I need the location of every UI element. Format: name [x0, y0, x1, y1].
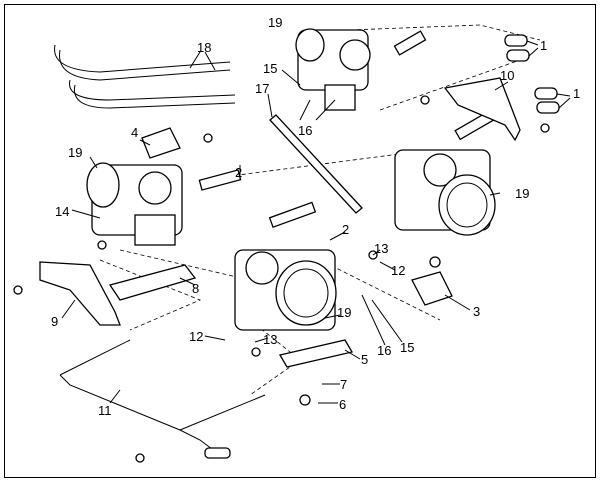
callout-15: 15 [400, 340, 414, 355]
callout-19: 19 [515, 186, 529, 201]
callout-13: 13 [263, 332, 277, 347]
fuel-hoses [54, 44, 236, 109]
callout-19: 19 [337, 305, 351, 320]
carburetor-top [295, 28, 371, 111]
callout-4: 4 [131, 125, 138, 140]
callout-1: 1 [540, 38, 547, 53]
callout-19: 19 [268, 15, 282, 30]
callout-7: 7 [340, 377, 347, 392]
callouts: 19 1 18 10 1 15 17 16 4 19 2 19 14 2 13 … [51, 15, 580, 418]
diagram-frame [4, 4, 596, 478]
leader-lines [61, 40, 571, 404]
callout-6: 6 [339, 397, 346, 412]
pipes [198, 30, 496, 229]
callout-15: 15 [263, 61, 277, 76]
caps [504, 34, 560, 114]
callout-19: 19 [68, 145, 82, 160]
carburetor-left [86, 162, 183, 246]
callout-3: 3 [473, 304, 480, 319]
callout-16: 16 [298, 123, 312, 138]
callout-10: 10 [500, 68, 514, 83]
carburetor-bottom [234, 249, 337, 331]
callout-8: 8 [192, 281, 199, 296]
callout-12: 12 [189, 329, 203, 344]
callout-17: 17 [255, 81, 269, 96]
callout-1: 1 [573, 86, 580, 101]
callout-9: 9 [51, 314, 58, 329]
link-rod [269, 114, 363, 214]
throttle-cable [59, 339, 266, 459]
carburetor-right [394, 149, 496, 236]
screws [13, 95, 550, 463]
callout-14: 14 [55, 204, 69, 219]
callout-2: 2 [342, 222, 349, 237]
callout-12: 12 [391, 263, 405, 278]
callout-11: 11 [98, 403, 112, 418]
callout-5: 5 [361, 352, 368, 367]
callout-13: 13 [374, 241, 388, 256]
callout-16: 16 [377, 343, 391, 358]
callout-2: 2 [235, 165, 242, 180]
callout-18: 18 [197, 40, 211, 55]
brackets [39, 77, 521, 368]
